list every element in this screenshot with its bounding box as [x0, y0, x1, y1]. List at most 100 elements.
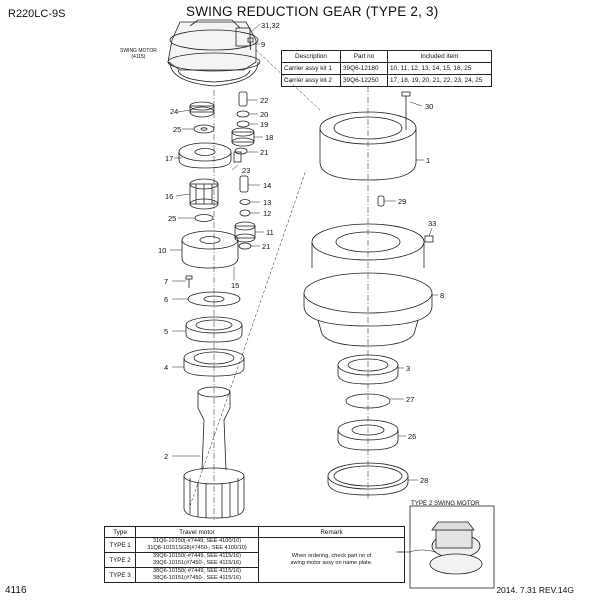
cover-26-drawing [337, 419, 399, 451]
motor-part-line: 31Q8-10151SG8(#7450-, SEE 4100/10) [147, 545, 247, 551]
motor-part-cell: 31Q6-10150(-#7449, SEE 4100/10) 31Q8-101… [135, 537, 259, 553]
callout-9: 9 [261, 40, 265, 49]
revision-label: 2014. 7.31 REV.14G [496, 585, 574, 595]
motor-type-cell: TYPE 1 [104, 537, 136, 553]
callout-21: 21 [260, 148, 268, 157]
seal-28-drawing [327, 462, 409, 496]
table-row: TYPE 3 38Q6-10150(-#7449, SEE 4115/16) 3… [104, 567, 405, 583]
motor-type-cell: TYPE 2 [104, 552, 136, 568]
o-ring-27-drawing [345, 393, 391, 409]
table-row: Carrier assy kit 1 39Q6-12180 10, 11, 12… [281, 62, 492, 75]
kit-cell: 10, 11, 12, 13, 14, 15, 16, 25 [387, 62, 492, 75]
bolt-7-drawing [185, 275, 193, 280]
kit-cell: Carrier assy kit 2 [281, 74, 341, 87]
model-label: R220LC-9S [8, 8, 66, 20]
motor-type-cell: TYPE 3 [104, 567, 136, 583]
kit-cell: 17, 18, 19, 20, 21, 22, 23, 24, 25 [387, 74, 492, 87]
bearing-4-drawing [183, 348, 245, 377]
planet-gear-18-drawing [231, 127, 255, 147]
callout-19: 19 [260, 120, 268, 129]
motor-table-header: Type Travel motor Remark [104, 526, 405, 538]
callout-30: 30 [425, 102, 433, 111]
kit-col-included: Included item [387, 50, 492, 63]
swing-motor-drawing [167, 19, 261, 87]
remark-cell: When ordering, check part no of swing mo… [258, 537, 405, 583]
motor-part-cell: 38Q6-10150(-#7449, SEE 4115/16) 38Q6-101… [135, 567, 259, 583]
callout-20: 20 [260, 110, 268, 119]
motor-part-line: 39Q6-10151(#7450-, SEE 4115/16) [153, 560, 241, 566]
bearing-19-drawing [236, 120, 250, 128]
pinion-shaft-2-drawing [183, 386, 245, 519]
sun-gear-16-drawing [189, 178, 219, 210]
callout-11: 11 [266, 228, 274, 237]
callout-10: 10 [158, 246, 166, 255]
swing-motor-caption-line1: SWING MOTOR [120, 48, 157, 54]
carrier-kit-table: Description Part no Included item Carrie… [281, 50, 492, 87]
callout-12: 12 [263, 209, 271, 218]
motor-part-cell: 39Q6-10150(-#7449, SEE 4115/16) 39Q6-101… [135, 552, 259, 568]
callout-24: 24 [170, 107, 178, 116]
callout-26: 26 [408, 432, 416, 441]
pin-29-drawing [377, 195, 385, 207]
kit-col-description: Description [281, 50, 341, 63]
washer-20-drawing [236, 110, 250, 118]
type2-swing-motor-inset [398, 505, 495, 589]
page-number: 4116 [5, 585, 27, 596]
motor-part-line: 38Q6-10151(#7450-, SEE 4115/16) [153, 575, 241, 581]
callout-29: 29 [398, 197, 406, 206]
callout-21b: 21 [262, 242, 270, 251]
bearing-5-drawing [185, 316, 243, 343]
callout-8: 8 [440, 291, 444, 300]
callout-2: 2 [164, 452, 168, 461]
casing-8-drawing [303, 223, 433, 347]
travel-motor-table: Type Travel motor Remark TYPE 1 31Q6-101… [104, 526, 405, 583]
callout-labels: 31,32 9 22 20 19 18 24 25 21 17 23 14 16… [158, 21, 444, 485]
swing-motor-caption-line2: (4115) [131, 54, 146, 60]
motor-col-remark: Remark [258, 526, 405, 538]
remark-line: swing motor assy on name plate. [290, 560, 373, 566]
callout-1: 1 [426, 156, 430, 165]
motor-part-line: 38Q6-10150(-#7449, SEE 4115/16) [153, 568, 241, 574]
callout-23: 23 [242, 166, 250, 175]
callout-33: 33 [428, 219, 436, 228]
callout-13: 13 [263, 198, 271, 207]
callout-6: 6 [164, 295, 168, 304]
bearing-3-drawing [337, 354, 399, 385]
callout-31-32: 31,32 [261, 21, 280, 30]
callout-27: 27 [406, 395, 414, 404]
callout-25b: 25 [168, 214, 176, 223]
swing-motor-caption: SWING MOTOR (4115) [120, 48, 157, 60]
washer-21b-drawing [238, 242, 252, 250]
callout-18: 18 [265, 133, 273, 142]
callout-16: 16 [165, 192, 173, 201]
page-title: SWING REDUCTION GEAR (TYPE 2, 3) [186, 4, 439, 19]
motor-col-travel-motor: Travel motor [135, 526, 259, 538]
callout-5: 5 [164, 327, 168, 336]
callout-7: 7 [164, 277, 168, 286]
carrier-10-drawing [181, 230, 239, 269]
callout-14: 14 [263, 181, 271, 190]
pin-22-drawing [238, 91, 248, 107]
kit-col-part-no: Part no [340, 50, 388, 63]
bearing-12-drawing [239, 209, 251, 217]
washer-25-drawing [193, 124, 215, 134]
callout-3: 3 [406, 364, 410, 373]
callout-17: 17 [165, 154, 173, 163]
sun-gear-24-drawing [189, 101, 215, 118]
motor-part-line: 39Q6-10150(-#7449, SEE 4115/16) [153, 553, 241, 559]
carrier-17-drawing [178, 142, 242, 169]
remark-line: When ordering, check part no of [291, 552, 372, 559]
kit-table-header: Description Part no Included item [281, 50, 492, 63]
pin-14-drawing [239, 175, 249, 193]
ring-gear-1-drawing [319, 111, 417, 181]
kit-cell: 39Q6-12180 [340, 62, 388, 75]
washer-25b-drawing [194, 214, 214, 222]
motor-part-line: 31Q6-10150(-#7449, SEE 4100/10) [152, 538, 242, 544]
callout-28: 28 [420, 476, 428, 485]
plug-33-drawing [424, 235, 434, 243]
kit-cell: 39Q6-12250 [340, 74, 388, 87]
bolt-30-drawing [401, 91, 411, 97]
kit-cell: Carrier assy kit 1 [281, 62, 341, 75]
callout-25: 25 [173, 125, 181, 134]
